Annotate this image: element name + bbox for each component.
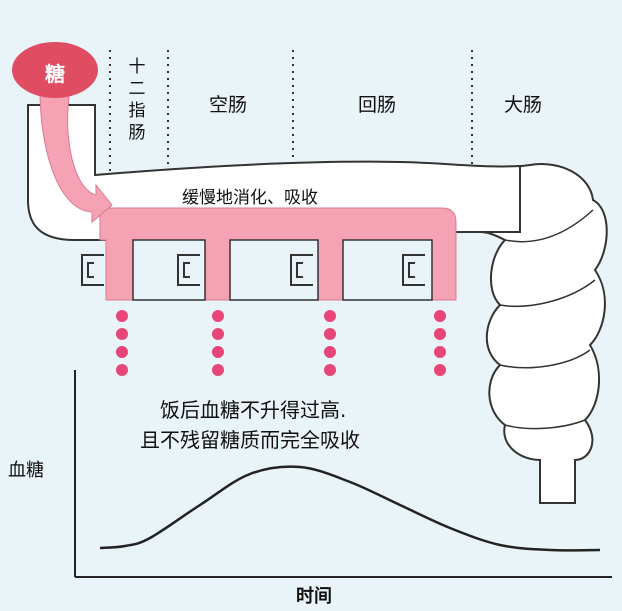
blood-sugar-curve (99, 465, 601, 552)
x-axis-label: 时间 (296, 586, 332, 607)
caption-line-1: 饭后血糖不升得过高. (160, 398, 347, 422)
large-intestine-shape (429, 163, 608, 504)
caption-line-2: 且不残留糖质而完全吸收 (140, 428, 360, 452)
villus-3 (342, 239, 433, 301)
bracket-2 (177, 254, 200, 286)
segment-ileum: 回肠 (358, 94, 397, 116)
bracket-3 (290, 254, 313, 286)
y-axis-label: 血糖 (8, 460, 44, 481)
villus-2 (229, 239, 319, 301)
large-intestine-fold-3 (499, 349, 591, 369)
digest-label: 缓慢地消化、吸收 (182, 188, 318, 208)
glucose-dots (116, 310, 446, 376)
large-intestine-fold-2 (499, 279, 596, 308)
bracket-4 (402, 254, 425, 286)
bracket-1 (81, 254, 104, 286)
large-intestine-fold-4 (504, 419, 586, 430)
large-intestine-fold-1 (504, 209, 594, 243)
sugar-arrow (39, 89, 113, 224)
villus-1 (132, 239, 206, 301)
sugar-label: 糖 (45, 62, 65, 86)
segment-duodenum: 十二指肠 (128, 57, 146, 143)
sugar-ellipse (12, 42, 98, 98)
segment-jejunum: 空肠 (209, 94, 248, 116)
segment-large-intestine: 大肠 (504, 94, 543, 116)
intestine-tube (27, 104, 521, 241)
